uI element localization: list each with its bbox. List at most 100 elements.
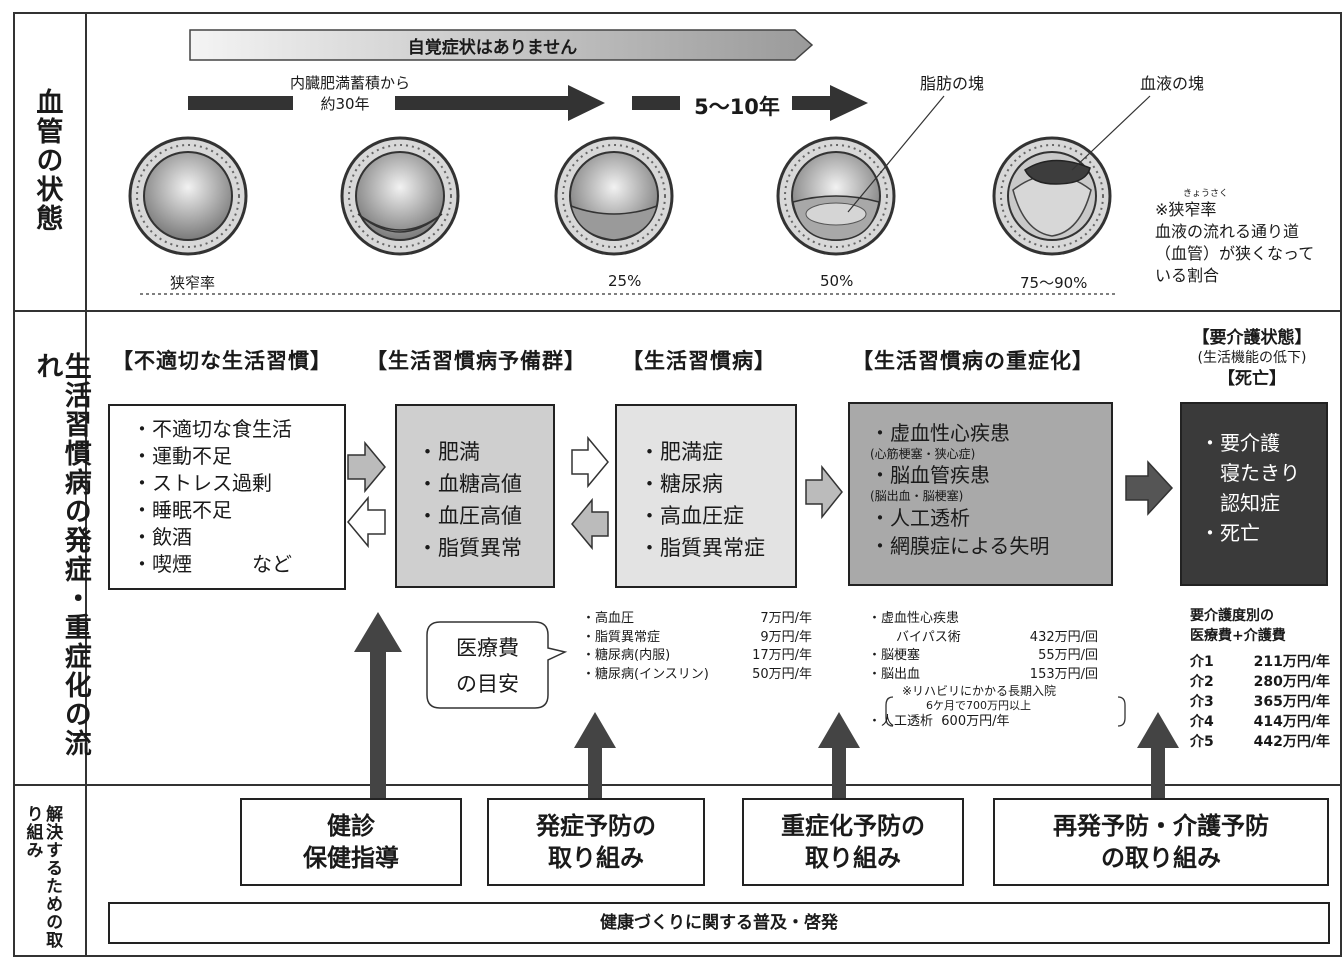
- rehab-bracket-right: [1117, 696, 1126, 727]
- stenosis-note-ruby: きょうさく: [1183, 189, 1229, 199]
- pre-group-item: ・脂質異常: [417, 536, 522, 560]
- arrow-disease-to-severe: [805, 464, 843, 520]
- action-checkup-line-1: 健診: [327, 812, 375, 840]
- action-recurrence-line-1: 再発予防・介護予防: [1053, 812, 1269, 840]
- bad-habit-item: ・不適切な食生活: [132, 417, 292, 441]
- up-arrow-recurrence: [1137, 712, 1179, 800]
- severe-item: ・網膜症による失明: [870, 534, 1050, 558]
- box-pre-group: ・肥満 ・血糖高値 ・血圧高値 ・脂質異常: [395, 404, 555, 588]
- header-care-line-3: 【死亡】: [1218, 369, 1286, 389]
- up-arrow-onset: [574, 712, 616, 800]
- severe-item: ・虚血性心疾患: [870, 421, 1010, 445]
- header-disease: 【生活習慣病】: [622, 349, 776, 373]
- disease-cost-value: 9万円/年: [760, 629, 812, 645]
- care-cost-title: 要介護度別の 医療費+介護費: [1190, 606, 1335, 646]
- disease-cost-value: 17万円/年: [752, 648, 812, 663]
- severe-cost-row: ・脳出血 153万円/回: [868, 666, 1098, 685]
- row-divider-2: [13, 784, 1342, 786]
- rehab-note-line-2: 6ケ月で700万円以上: [926, 699, 1031, 712]
- arrow-habits-to-pre: [347, 440, 386, 494]
- severe-cost-name: ・脳出血: [868, 666, 921, 682]
- timeline-label-1-line-2: 約30年: [320, 95, 370, 113]
- severe-cost-name: ・人工透析: [868, 714, 934, 729]
- disease-item: ・糖尿病: [639, 472, 723, 496]
- bad-habit-item: ・飲酒: [132, 525, 192, 549]
- care-level: 介2: [1190, 674, 1214, 690]
- timeline-arrowhead-1: [568, 85, 605, 121]
- severe-cost-row: バイパス術 432万円/回: [868, 629, 1098, 648]
- disease-cost-row: ・糖尿病(インスリン)50万円/年: [582, 666, 812, 685]
- care-cost-title-line-1: 要介護度別の: [1190, 608, 1274, 624]
- up-arrow-checkup: [354, 612, 402, 798]
- disease-cost-row: ・脂質異常症 9万円/年: [582, 629, 812, 648]
- stenosis-note-line-2: （血管）が狭くなって: [1155, 244, 1315, 263]
- stenosis-note-line-3: いる割合: [1155, 266, 1220, 285]
- disease-item: ・肥満症: [639, 440, 723, 464]
- severe-item: ・脳血管疾患: [870, 463, 990, 487]
- vessel-cross-section-4: [776, 136, 896, 256]
- vessel-cross-section-2: [340, 136, 460, 256]
- bad-habit-item: ・ストレス過剰: [132, 471, 272, 495]
- outer-frame: [13, 12, 1342, 957]
- arrow-severe-to-care: [1125, 460, 1174, 516]
- fat-clump-label: 脂肪の塊: [920, 74, 985, 93]
- box-care: ・要介護 寝たきり 認知症 ・死亡: [1180, 402, 1328, 586]
- row-divider-1: [13, 310, 1342, 312]
- severe-cost-value: 432万円/回: [1029, 629, 1098, 645]
- label-column-divider: [85, 12, 87, 957]
- care-item: 寝たきり: [1220, 461, 1300, 485]
- severe-cost-value: 600万円/年: [941, 714, 1010, 729]
- care-level: 介5: [1190, 734, 1214, 750]
- disease-item: ・高血圧症: [639, 504, 744, 528]
- care-item: 認知症: [1220, 491, 1280, 515]
- disease-cost-name: ・脂質異常症: [582, 629, 661, 645]
- stenosis-note-title: ※狭窄率: [1155, 200, 1217, 219]
- severe-cost-value: 55万円/回: [1038, 648, 1098, 663]
- action-onset-line-1: 発症予防の: [536, 812, 656, 840]
- severe-cost-row: ・人工透析 600万円/年: [868, 713, 1098, 732]
- box-bad-habits: ・不適切な食生活 ・運動不足 ・ストレス過剰 ・睡眠不足 ・飲酒 ・喫煙 など: [108, 404, 346, 590]
- severe-cost-value: 153万円/回: [1029, 666, 1098, 682]
- care-cost-title-line-2: 医療費+介護費: [1190, 628, 1286, 644]
- header-severe: 【生活習慣病の重症化】: [852, 349, 1094, 373]
- vessel-cross-section-3: [554, 136, 674, 256]
- action-severity-prevention: 重症化予防の 取り組み: [742, 798, 964, 886]
- disease-cost-value: 7万円/年: [760, 611, 812, 626]
- severe-cost-name: バイパス術: [896, 629, 961, 645]
- no-symptom-banner-arrow: [189, 29, 814, 61]
- no-symptom-banner-label: 自覚症状はありません: [407, 38, 578, 58]
- pre-group-item: ・肥満: [417, 440, 480, 464]
- action-checkup-line-2: 保健指導: [303, 844, 399, 872]
- stenosis-percent-25: 25%: [608, 272, 642, 290]
- header-pre-group: 【生活習慣病予備群】: [366, 349, 586, 373]
- stenosis-note: きょうさく ※狭窄率 血液の流れる通り道 （血管）が狭くなって いる割合: [1155, 189, 1340, 287]
- timeline-bar-2-right: [792, 96, 832, 110]
- arrow-pre-to-disease: [571, 435, 609, 489]
- up-arrow-severity: [818, 712, 860, 800]
- rehab-note-line-1: ※リハビリにかかる長期入院: [902, 684, 1057, 698]
- severe-item: ・人工透析: [870, 506, 970, 530]
- severe-cost-row: ・虚血性心疾患: [868, 610, 1098, 629]
- care-item: ・要介護: [1200, 431, 1280, 455]
- blood-clump-label: 血液の塊: [1140, 74, 1205, 93]
- box-disease: ・肥満症 ・糖尿病 ・高血圧症 ・脂質異常症: [615, 404, 797, 588]
- care-cost-value: 211万円/年: [1253, 654, 1330, 670]
- pre-group-item: ・血圧高値: [417, 504, 522, 528]
- timeline-label-2: 5〜10年: [694, 95, 780, 119]
- stenosis-percent-75-90: 75〜90%: [1020, 274, 1088, 292]
- header-care: 【要介護状態】 (生活機能の低下) 【死亡】: [1172, 328, 1332, 391]
- action-severity-line-1: 重症化予防の: [781, 812, 925, 840]
- timeline-bar-2-left: [632, 96, 680, 110]
- care-level: 介4: [1190, 714, 1214, 730]
- arrow-disease-to-pre: [571, 497, 609, 551]
- vessel-cross-section-5: [992, 136, 1112, 256]
- cost-bubble: [426, 621, 568, 709]
